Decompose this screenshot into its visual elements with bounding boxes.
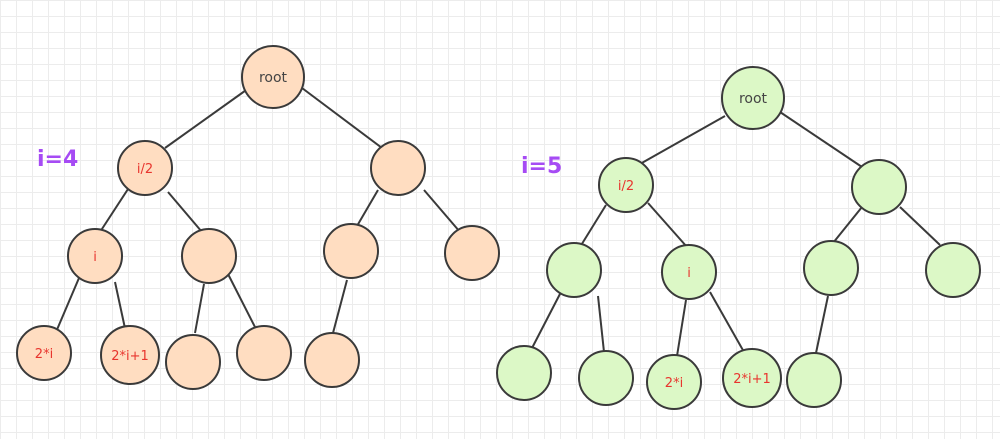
left-parent-node	[117, 140, 173, 196]
left-parent-label: i/2	[137, 162, 153, 177]
left-tree-node	[181, 228, 237, 284]
left-2i-label: 2*i	[35, 347, 53, 362]
right-tree-nodes	[496, 66, 981, 410]
right-2i1-label: 2*i+1	[733, 372, 771, 387]
left-tree-node	[370, 140, 426, 196]
right-tree-node	[546, 242, 602, 298]
left-tree-node	[304, 332, 360, 388]
left-tree-title: i=4	[37, 147, 78, 172]
left-i-node	[67, 228, 123, 284]
right-tree-node	[786, 352, 842, 408]
left-2i1-label: 2*i+1	[111, 349, 149, 364]
right-root-node	[721, 66, 785, 130]
right-tree-node	[496, 345, 552, 401]
right-tree-edges	[530, 111, 941, 357]
right-tree-node	[851, 159, 907, 215]
left-tree-node	[236, 325, 292, 381]
right-tree-node	[803, 240, 859, 296]
right-root-label: root	[739, 91, 768, 107]
right-2i-label: 2*i	[665, 376, 683, 391]
left-tree-edges	[55, 87, 461, 334]
right-tree-node	[578, 350, 634, 406]
left-2i1-node	[100, 325, 160, 385]
left-2i-node	[16, 325, 72, 381]
right-parent-label: i/2	[618, 179, 634, 194]
right-i-label: i	[687, 266, 691, 281]
right-i-node	[661, 244, 717, 300]
left-tree-node	[444, 225, 500, 281]
left-i-label: i	[93, 250, 97, 265]
right-parent-node	[598, 157, 654, 213]
right-2i1-node	[722, 348, 782, 408]
left-tree-node	[165, 334, 221, 390]
left-root-label: root	[259, 70, 288, 86]
left-root-node	[241, 45, 305, 109]
right-2i-node	[646, 354, 702, 410]
right-tree-title: i=5	[521, 154, 562, 179]
left-tree-node	[323, 223, 379, 279]
right-tree-node	[925, 242, 981, 298]
left-tree-nodes	[16, 45, 500, 390]
